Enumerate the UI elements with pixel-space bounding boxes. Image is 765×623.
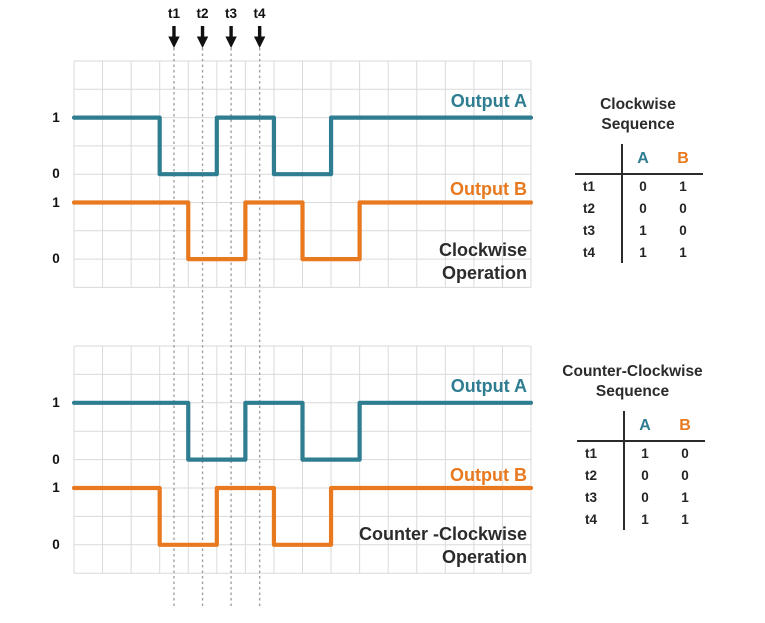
value-a: 1 — [639, 244, 647, 260]
table-header-row: A B — [575, 144, 703, 175]
table-row: t2 0 0 — [577, 464, 705, 486]
ccw-b-high-label: 1 — [52, 480, 60, 495]
value-b: 0 — [681, 445, 689, 461]
ccw-a-high-label: 1 — [52, 395, 60, 410]
cw-a-high-label: 1 — [52, 110, 60, 125]
ccw-output-b-label: Output B — [450, 465, 527, 485]
value-a: 0 — [639, 200, 647, 216]
table-row: t1 0 1 — [575, 174, 703, 197]
waveform-output-b-chart1 — [71, 485, 534, 547]
value-b: 1 — [681, 489, 689, 505]
timing-marker-arrows — [168, 26, 266, 48]
ccw-caption-line2: Operation — [441, 547, 527, 567]
value-a: 0 — [641, 489, 649, 505]
title-line1: Clockwise — [600, 96, 676, 113]
ccw-caption-line1: Counter -Clockwise — [358, 524, 527, 544]
cw-b-low-label: 0 — [52, 251, 60, 266]
value-b: 0 — [681, 467, 689, 483]
waveform-output-b-chart0 — [71, 200, 534, 262]
counter-clockwise-sequence-table: A B t1 1 0 t2 0 0 t3 0 1 t4 1 1 — [577, 411, 705, 530]
row-label: t1 — [577, 441, 625, 464]
row-label: t3 — [577, 486, 625, 508]
value-a: 0 — [639, 178, 647, 194]
row-label: t1 — [575, 174, 623, 197]
value-a: 0 — [641, 467, 649, 483]
counter-clockwise-sequence-panel: Counter-Clockwise Sequence A B t1 1 0 t2… — [540, 362, 725, 530]
ccw-b-low-label: 0 — [52, 537, 60, 552]
timing-label-t4: t4 — [253, 6, 266, 21]
table-row: t1 1 0 — [577, 441, 705, 464]
table-row: t3 1 0 — [575, 219, 703, 241]
cw-b-high-label: 1 — [52, 195, 60, 210]
cw-a-low-label: 0 — [52, 166, 60, 181]
col-header-blank — [575, 144, 623, 175]
value-a: 1 — [641, 511, 649, 527]
table-row: t4 1 1 — [577, 508, 705, 530]
value-b: 1 — [679, 178, 687, 194]
cw-output-b-label: Output B — [450, 179, 527, 199]
clockwise-sequence-title: Clockwise Sequence — [563, 95, 713, 134]
row-label: t3 — [575, 219, 623, 241]
col-header-a: A — [624, 411, 665, 442]
cw-output-a-label: Output A — [450, 91, 527, 111]
table-header-row: A B — [577, 411, 705, 442]
clockwise-sequence-table: A B t1 0 1 t2 0 0 t3 1 0 t4 1 1 — [575, 144, 703, 263]
col-header-b: B — [665, 411, 705, 442]
col-header-blank — [577, 411, 625, 442]
row-label: t2 — [575, 197, 623, 219]
value-b: 1 — [681, 511, 689, 527]
waveform-output-a-chart0 — [71, 115, 534, 177]
title-line2: Sequence — [595, 382, 670, 400]
timing-label-t2: t2 — [196, 6, 209, 21]
cw-caption-line2: Operation — [441, 263, 527, 283]
title-line1: Counter-Clockwise — [562, 363, 703, 380]
row-label: t4 — [577, 508, 625, 530]
col-header-a: A — [622, 144, 663, 175]
table-row: t3 0 1 — [577, 486, 705, 508]
row-label: t4 — [575, 241, 623, 263]
value-b: 0 — [679, 222, 687, 238]
value-a: 1 — [641, 445, 649, 461]
cw-caption-line1: Clockwise — [438, 240, 527, 260]
clockwise-sequence-panel: Clockwise Sequence A B t1 0 1 t2 0 0 t3 … — [563, 95, 713, 263]
value-b: 0 — [679, 200, 687, 216]
waveform-output-a-chart1 — [71, 400, 534, 462]
title-line2: Sequence — [601, 115, 675, 133]
ccw-a-low-label: 0 — [52, 452, 60, 467]
table-row: t2 0 0 — [575, 197, 703, 219]
ccw-output-a-label: Output A — [450, 376, 527, 396]
timing-label-t3: t3 — [224, 6, 237, 21]
counter-clockwise-sequence-title: Counter-Clockwise Sequence — [540, 362, 725, 401]
value-a: 1 — [639, 222, 647, 238]
value-b: 1 — [679, 244, 687, 260]
table-row: t4 1 1 — [575, 241, 703, 263]
row-label: t2 — [577, 464, 625, 486]
timing-label-t1: t1 — [167, 6, 180, 21]
col-header-b: B — [663, 144, 703, 175]
